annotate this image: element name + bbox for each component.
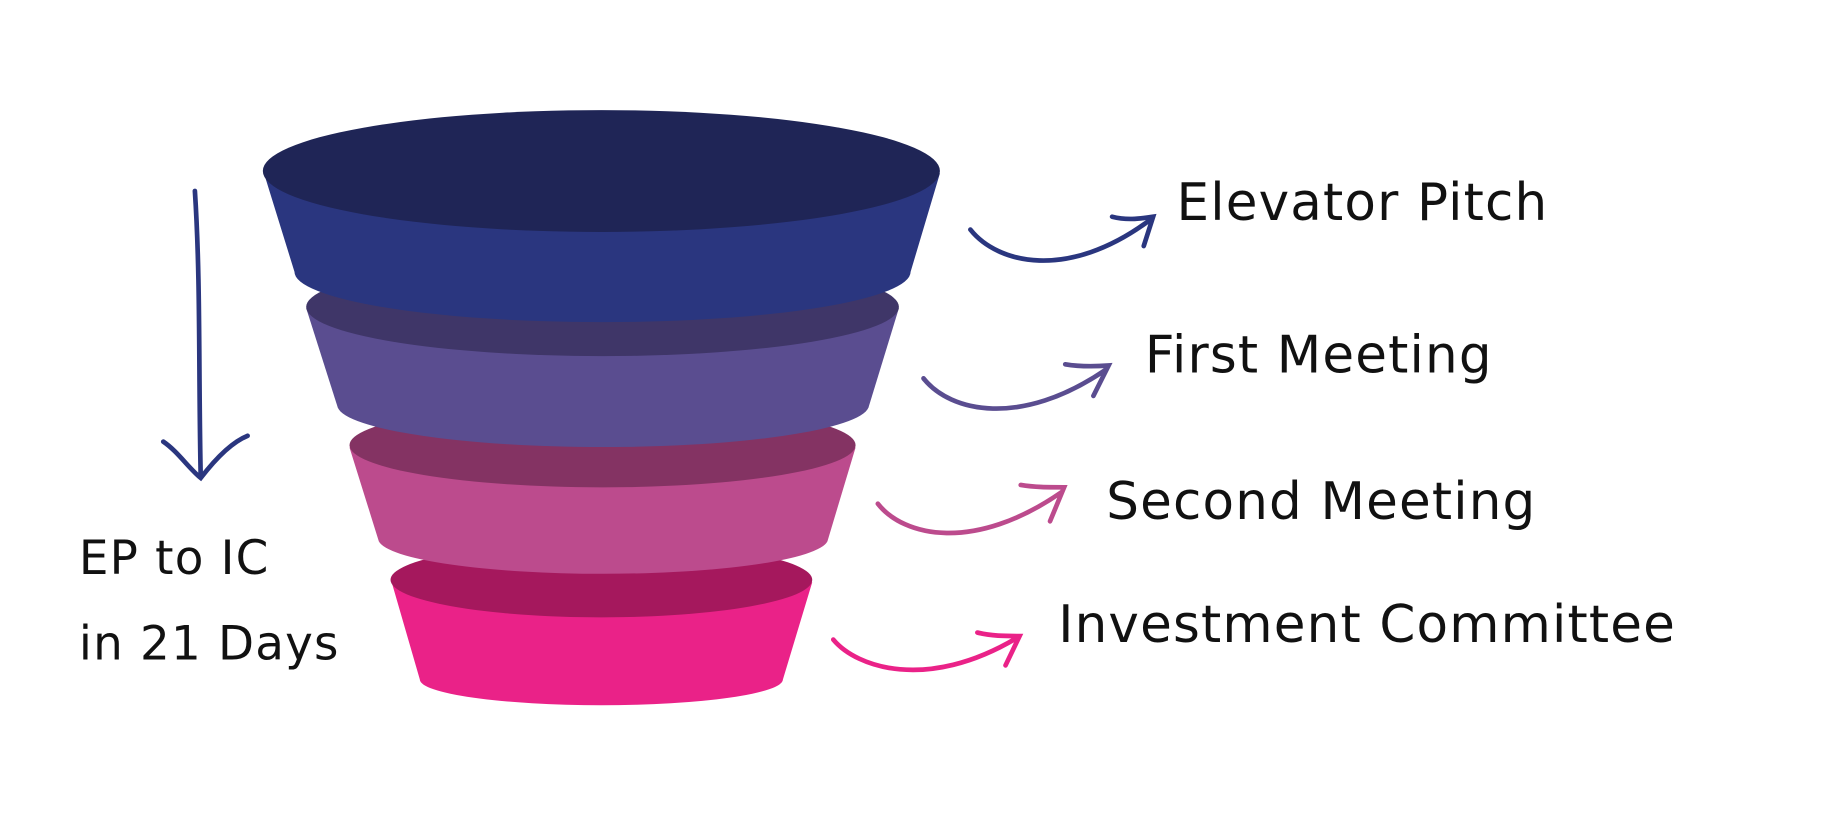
stage-label-first-meeting: First Meeting xyxy=(1145,326,1493,386)
side-note-line-1: EP to IC xyxy=(79,532,270,586)
stage-label-elevator-pitch: Elevator Pitch xyxy=(1177,173,1549,233)
arrow-icon xyxy=(830,630,1024,673)
stage-label-second-meeting: Second Meeting xyxy=(1106,472,1536,532)
arrow-icon xyxy=(968,213,1157,263)
arrow-icon xyxy=(921,361,1113,411)
arrow-icon xyxy=(875,482,1068,536)
stage-body xyxy=(391,582,813,706)
funnel-stage-1 xyxy=(262,110,940,323)
stage-label-investment-committee: Investment Committee xyxy=(1058,595,1676,655)
side-note-line-2: in 21 Days xyxy=(79,618,340,672)
stage-top-ellipse xyxy=(262,110,940,232)
down-arrow-icon xyxy=(160,188,250,482)
